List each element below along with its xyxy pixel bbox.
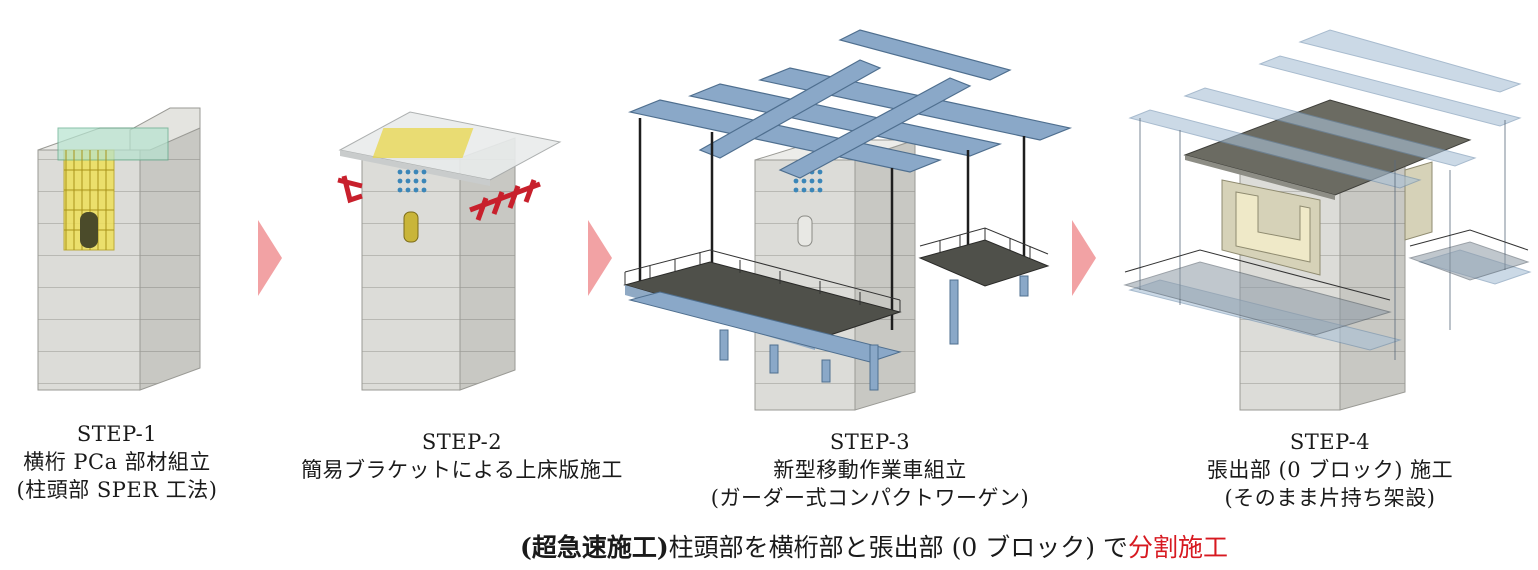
step-3-title: 新型移動作業車組立 <box>773 458 967 482</box>
step-3-label: STEP-3 <box>829 430 911 454</box>
arrow-icon <box>258 220 282 296</box>
step-4-note: (そのまま片持ち架設) <box>1224 486 1436 510</box>
step-3-note: (ガーダー式コンパクトワーゲン) <box>710 486 1030 510</box>
step-3-caption: STEP-3 新型移動作業車組立 (ガーダー式コンパクトワーゲン) <box>680 428 1060 512</box>
arrow-icon <box>588 220 612 296</box>
lower-girders <box>628 275 1029 391</box>
step-1-title: 横桁 PCa 部材組立 <box>23 450 211 474</box>
step-2-illustration <box>337 111 562 391</box>
step-1-caption: STEP-1 横桁 PCa 部材組立 (柱頭部 SPER 工法) <box>12 420 222 504</box>
step-4-title: 張出部 (0 ブロック) 施工 <box>1206 458 1454 482</box>
anchor-holes <box>397 169 427 193</box>
summary-line: (超急速施工)柱頭部を横桁部と張出部 (0 ブロック) で分割施工 <box>520 528 1520 564</box>
step-4-illustration <box>1123 29 1532 411</box>
work-platform-translucent <box>1123 229 1530 336</box>
bracket-left <box>337 175 363 204</box>
rebar-cage <box>57 127 169 251</box>
step-1-note: (柱頭部 SPER 工法) <box>16 478 218 502</box>
step-1-illustration <box>37 107 201 391</box>
translucent-girders <box>1128 29 1532 351</box>
step-2-title: 簡易ブラケットによる上床版施工 <box>301 458 623 482</box>
step-4-caption: STEP-4 張出部 (0 ブロック) 施工 (そのまま片持ち架設) <box>1180 428 1480 512</box>
summary-body: 柱頭部を横桁部と張出部 (0 ブロック) で <box>668 533 1128 562</box>
summary-highlight: 分割施工 <box>1127 533 1228 562</box>
step-2-caption: STEP-2 簡易ブラケットによる上床版施工 <box>282 428 642 484</box>
box-girder-section <box>1221 161 1433 276</box>
step-2-label: STEP-2 <box>421 430 503 454</box>
step-1-label: STEP-1 <box>76 422 158 446</box>
step-3-illustration <box>623 29 1073 411</box>
upper-girders <box>627 29 1073 179</box>
step-4-label: STEP-4 <box>1289 430 1371 454</box>
bracket-right <box>469 179 541 221</box>
summary-prefix: (超急速施工) <box>520 533 669 562</box>
arrow-icon <box>1072 220 1096 296</box>
